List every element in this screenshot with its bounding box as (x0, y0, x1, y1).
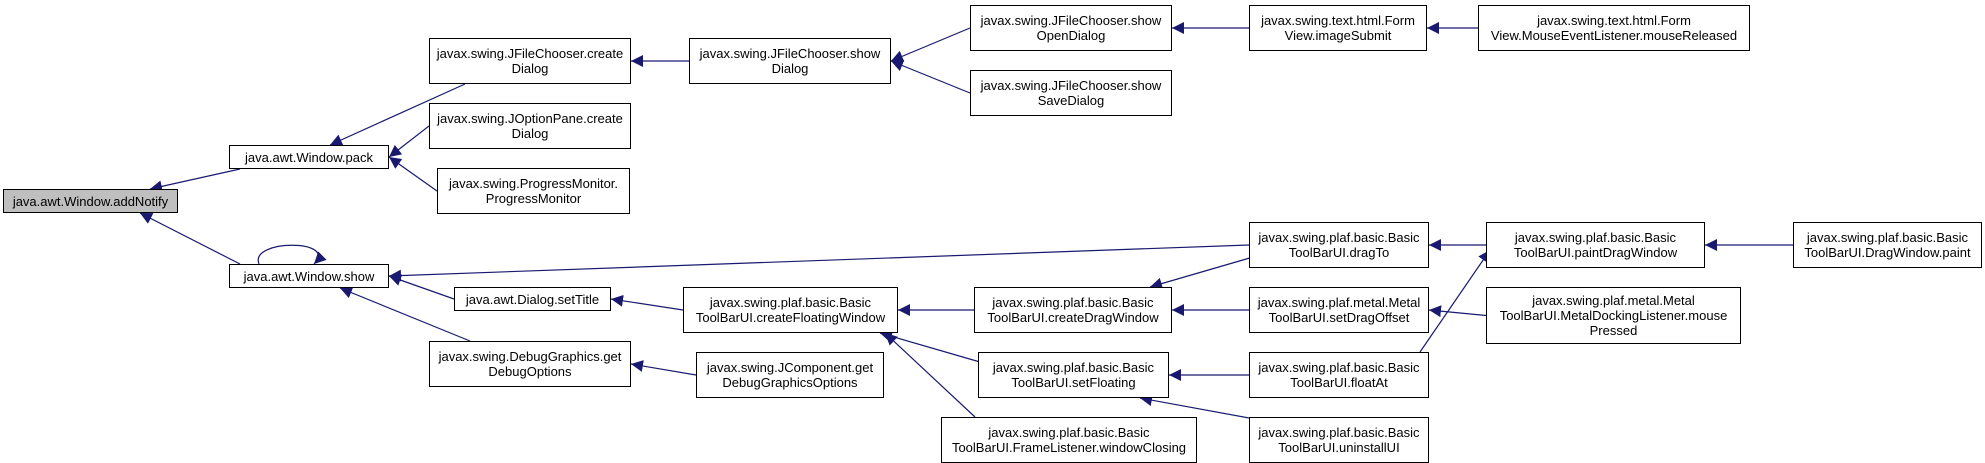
node-toolbarui-createfloatingwindow[interactable]: javax.swing.plaf.basic.Basic ToolBarUI.c… (683, 287, 898, 333)
edge-frameClosing-to-createFloating (884, 332, 976, 418)
node-metaltoolbarui-mousepressed[interactable]: javax.swing.plaf.metal.Metal ToolBarUI.M… (1486, 287, 1741, 344)
node-filechooser-showdialog[interactable]: javax.swing.JFileChooser.show Dialog (689, 38, 891, 84)
node-toolbarui-paintdragwindow[interactable]: javax.swing.plaf.basic.Basic ToolBarUI.p… (1486, 222, 1705, 268)
node-filechooser-createdialog[interactable]: javax.swing.JFileChooser.create Dialog (429, 38, 631, 84)
node-formview-mousereleased[interactable]: javax.swing.text.html.Form View.MouseEve… (1478, 5, 1750, 51)
edge-progress-to-pack (388, 156, 438, 192)
node-dialog-settitle[interactable]: java.awt.Dialog.setTitle (454, 287, 611, 311)
edge-createFloating-to-setTitle (610, 294, 684, 311)
node-jcomponent-getdebuggraphicsoptions[interactable]: javax.swing.JComponent.get DebugGraphics… (696, 352, 884, 398)
node-dragwindow-paint[interactable]: javax.swing.plaf.basic.Basic ToolBarUI.D… (1793, 222, 1982, 268)
edge-dragTo-to-createDrag (1149, 254, 1261, 290)
node-formview-imagesubmit[interactable]: javax.swing.text.html.Form View.imageSub… (1249, 5, 1427, 51)
node-toolbarui-floatat[interactable]: javax.swing.plaf.basic.Basic ToolBarUI.f… (1249, 352, 1429, 398)
node-window-pack[interactable]: java.awt.Window.pack (229, 145, 389, 169)
node-filechooser-showsavedialog[interactable]: javax.swing.JFileChooser.show SaveDialog (970, 70, 1172, 116)
edge-pack-to-addNotify (149, 168, 241, 193)
node-debuggraphics-getdebugoptions[interactable]: javax.swing.DebugGraphics.get DebugOptio… (429, 341, 631, 387)
node-toolbarui-uninstallui[interactable]: javax.swing.plaf.basic.Basic ToolBarUI.u… (1249, 417, 1429, 463)
node-progressmonitor[interactable]: javax.swing.ProgressMonitor. ProgressMon… (437, 168, 630, 214)
edge-uninstallUI-to-setFloating (1139, 394, 1261, 421)
edge-floatAt-to-paintDragWindow (1419, 249, 1491, 353)
edge-setTitle-to-show (388, 274, 455, 300)
edge-setFloating-to-createFloating (879, 330, 981, 363)
edge-opCreateDialog-to-pack (388, 125, 430, 158)
node-filechooser-showopendialog[interactable]: javax.swing.JFileChooser.show OpenDialog (970, 5, 1172, 51)
node-toolbarui-windowclosing[interactable]: javax.swing.plaf.basic.Basic ToolBarUI.F… (941, 417, 1197, 463)
edge-show-to-addNotify (139, 212, 241, 265)
edge-fcShowOpen-to-fcShowDialog (890, 27, 971, 62)
node-toolbarui-dragto[interactable]: javax.swing.plaf.basic.Basic ToolBarUI.d… (1249, 222, 1429, 268)
edge-show-to-show (257, 244, 327, 265)
node-optionpane-createdialog[interactable]: javax.swing.JOptionPane.create Dialog (429, 103, 631, 149)
node-window-show[interactable]: java.awt.Window.show (229, 264, 389, 288)
edge-metalMousePressed-to-setDragOffset (1428, 305, 1487, 318)
edge-dragTo-to-show (388, 244, 1250, 282)
node-toolbarui-setfloating[interactable]: javax.swing.plaf.basic.Basic ToolBarUI.s… (978, 352, 1169, 398)
edge-fcCreateDialog-to-pack (329, 83, 466, 146)
edge-debugOptions-to-show (339, 286, 471, 342)
edge-jcompDebug-to-debugOptions (630, 360, 697, 376)
node-metaltoolbarui-setdragoffset[interactable]: javax.swing.plaf.metal.Metal ToolBarUI.s… (1249, 287, 1429, 333)
node-toolbarui-createdragwindow[interactable]: javax.swing.plaf.basic.Basic ToolBarUI.c… (974, 287, 1172, 333)
node-addnotify[interactable]: java.awt.Window.addNotify (3, 189, 178, 213)
edge-fcShowSave-to-fcShowDialog (890, 59, 971, 94)
